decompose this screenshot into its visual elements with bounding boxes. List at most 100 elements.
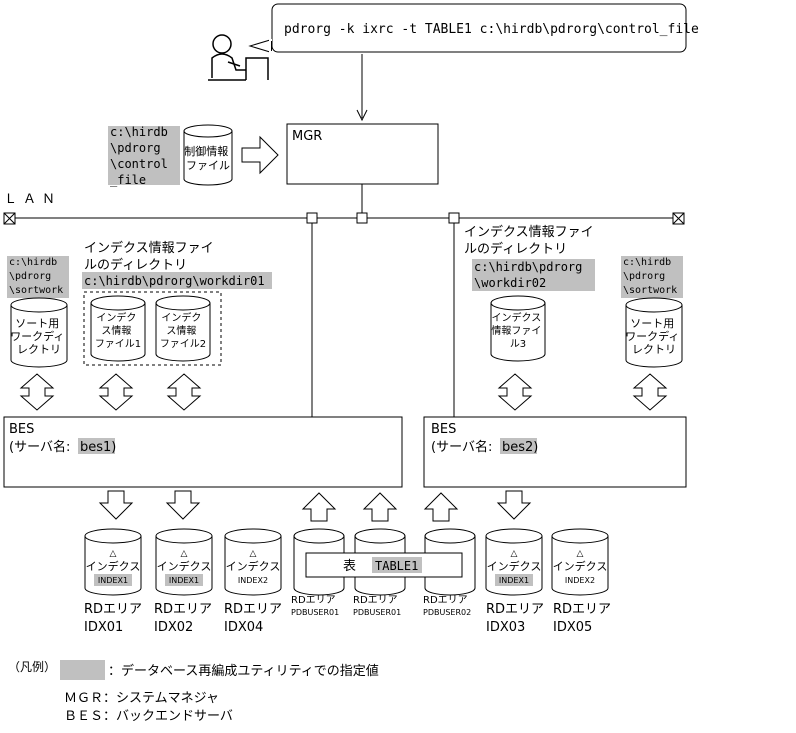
bes1-server-line: (サーバ名:bes1) [9, 439, 116, 455]
legend-shaded-text: ：データベース再編成ユティリティでの指定値 [108, 663, 379, 679]
bes1-idx-file1-cylinder: インデク ス情報 ファイル1 [90, 295, 146, 362]
ctrl-file-cylinder: 制御情報 ファイル [183, 124, 233, 186]
bes2-idx-file3-cylinder: インデクス 情報ファイ ル3 [490, 295, 546, 362]
bes1-idx-file2-arrow [167, 373, 201, 411]
svg-text:INDEX1: INDEX1 [98, 576, 128, 585]
lan-terminator-left [3, 212, 16, 225]
svg-text:INDEX2: INDEX2 [565, 576, 595, 585]
bes1-idx-file1-arrow [99, 373, 133, 411]
bes2-sort-cylinder: ソート用 ワークディ レクトリ [625, 297, 683, 368]
svg-text:△: △ [250, 549, 257, 559]
svg-text:インデクス: インデクス [553, 559, 608, 573]
bes2-server-line: (サーバ名:bes2) [431, 439, 538, 455]
rdarea-idx01-label: RDエリア [84, 602, 142, 617]
svg-text:インデクス: インデクス [157, 559, 212, 573]
svg-text:制御情報 ファイル: 制御情報 ファイル [184, 144, 232, 172]
rdarea-pdb2-label: RDエリア [353, 595, 398, 606]
lan-node-mgr [356, 212, 368, 224]
bes1-sort-dir-shade [7, 256, 69, 298]
mgr-label: MGR [292, 129, 322, 144]
pdb1-to-bes1-arrow [302, 492, 336, 522]
bes1-sort-cylinder: ソート用 ワークディ レクトリ [10, 297, 68, 368]
ctrl-file-arrow [241, 135, 279, 175]
rdarea-idx03-label: RDエリア [486, 602, 544, 617]
svg-text:△: △ [577, 549, 584, 559]
legend-mgr-text: ＭＧＲ：システムマネジャ [64, 691, 219, 706]
bes2-sort-dir-text: c:\hirdb \pdrorg \sortwork [623, 257, 677, 296]
command-bubble [271, 3, 687, 53]
bes2-idx-dir-title: インデクス情報ファイ ルのディレクトリ [464, 224, 598, 257]
svg-text:インデク ス情報 ファイル1: インデク ス情報 ファイル1 [95, 311, 141, 350]
bes1-idx-dir-title: インデクス情報ファイ ルのディレクトリ [84, 240, 218, 273]
rdarea-pdb1-name: PDBUSER01 [291, 608, 339, 617]
rdarea-pdb3-label: RDエリア [423, 595, 468, 606]
rdarea-pdb3-name: PDBUSER02 [423, 608, 471, 617]
bes1-sort-dir-text: c:\hirdb \pdrorg \sortwork [9, 257, 63, 296]
svg-text:INDEX1: INDEX1 [169, 576, 199, 585]
svg-text:インデクス 情報ファイ ル3: インデクス 情報ファイ ル3 [491, 311, 544, 350]
rdarea-idx05-name: IDX05 [553, 620, 592, 635]
rdarea-idx04-cylinder: △ インデクス INDEX2 [224, 528, 282, 596]
bes1-idx-dir-text: c:\hirdb\pdrorg\workdir01 [84, 274, 265, 288]
svg-text:インデク ス情報 ファイル2: インデク ス情報 ファイル2 [160, 311, 206, 350]
rdarea-idx04-label: RDエリア [224, 602, 282, 617]
legend-bes-text: ＢＥＳ：バックエンドサーバ [64, 709, 233, 724]
rdarea-idx02-name: IDX02 [154, 620, 193, 635]
bes1-to-idx02-arrow [166, 490, 200, 520]
bes1-to-idx01-arrow [99, 490, 133, 520]
rdarea-idx02-cylinder: △ インデクス INDEX1 [155, 528, 213, 596]
rdarea-idx01-cylinder: △ インデクス INDEX1 [84, 528, 142, 596]
pdb3-to-bes2-arrow [424, 492, 458, 522]
bes1-server-shade [78, 438, 115, 454]
lan-node-bes2 [448, 212, 460, 224]
lan-label: ＬＡＮ [4, 192, 61, 207]
bes2-idx-dir-text: c:\hirdb\pdrorg \workdir02 [474, 260, 590, 290]
command-text: pdrorg -k ixrc -t TABLE1 c:\hirdb\pdrorg… [284, 22, 699, 37]
bes1-title: BES [9, 422, 34, 437]
bes2-to-idx03-arrow [497, 490, 531, 520]
bes1-idx-file2-cylinder: インデク ス情報 ファイル2 [155, 295, 211, 362]
rdarea-idx03-cylinder: △ インデクス INDEX1 [485, 528, 543, 596]
bes1-idx-dir-shade [82, 272, 272, 289]
mgr-box [286, 123, 439, 185]
svg-text:ソート用 ワークディ レクトリ: ソート用 ワークディ レクトリ [625, 317, 683, 356]
bes2-sort-arrow [633, 373, 667, 411]
bes2-box [423, 416, 687, 488]
bes2-server-shade [500, 438, 537, 454]
rdarea-idx03-name: IDX03 [486, 620, 525, 635]
svg-text:△: △ [110, 549, 117, 559]
table1-label: 表 [343, 559, 356, 574]
svg-text:INDEX1: INDEX1 [499, 576, 529, 585]
bes2-sort-dir-shade [621, 256, 683, 298]
table1-name-shade [372, 557, 422, 573]
user-icon [208, 34, 269, 81]
lan-terminator-right [672, 212, 685, 225]
rdarea-idx05-label: RDエリア [553, 602, 611, 617]
rdarea-idx02-label: RDエリア [154, 602, 212, 617]
bes1-box [3, 416, 403, 488]
bes1-idx-dir-group [83, 291, 222, 366]
rdarea-pdb2-name: PDBUSER01 [353, 608, 401, 617]
legend-shade-swatch [60, 660, 105, 680]
pdb2-to-bes1-arrow [363, 492, 397, 522]
ctrl-dir-text: c:\hirdb \pdrorg \control _file [110, 125, 175, 187]
rdarea-idx01-name: IDX01 [84, 620, 123, 635]
rdarea-pdb1-label: RDエリア [291, 595, 336, 606]
bes2-idx-dir-shade [472, 259, 595, 291]
svg-text:インデクス: インデクス [226, 559, 281, 573]
speech-bubble-tail [248, 39, 271, 53]
bes2-title: BES [431, 422, 456, 437]
svg-text:△: △ [511, 549, 518, 559]
svg-text:ソート用 ワークディ レクトリ: ソート用 ワークディ レクトリ [10, 317, 68, 356]
bes2-idx-file3-arrow [498, 373, 532, 411]
ctrl-dir-shade [108, 126, 180, 185]
svg-text:△: △ [181, 549, 188, 559]
table1-name: TABLE1 [375, 559, 418, 573]
bes1-sort-arrow [20, 373, 54, 411]
svg-text:INDEX2: INDEX2 [238, 576, 268, 585]
svg-text:インデクス: インデクス [487, 559, 542, 573]
legend-title: （凡例） [8, 660, 56, 674]
rdarea-idx05-cylinder: △ インデクス INDEX2 [551, 528, 609, 596]
rdarea-idx04-name: IDX04 [224, 620, 263, 635]
